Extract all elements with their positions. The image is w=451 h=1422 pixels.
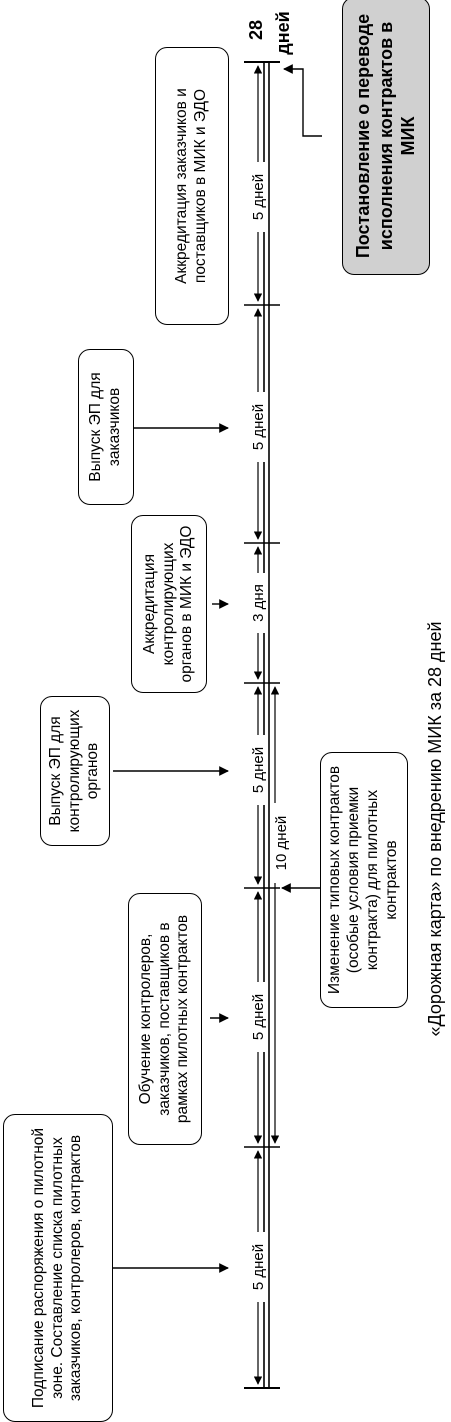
final-event-box: Постановление о переводе исполнения конт…	[342, 0, 430, 275]
task-box-1: Подписание распоряжения о пилотной зоне.…	[3, 1114, 113, 1422]
duration-label-2: 5 дней	[249, 982, 267, 1052]
duration-label-1: 5 дней	[249, 1232, 267, 1302]
task-box-3: Выпуск ЭП для контролирующих органов	[40, 696, 110, 846]
duration-label-6: 5 дней	[249, 162, 267, 232]
parallel-task-box: Изменение типовых контрактов (особые усл…	[320, 752, 408, 1008]
task-text-6: Аккредитация заказчиков и поставщиков в …	[173, 88, 209, 284]
task-text-5: Выпуск ЭП для заказчиков	[87, 372, 123, 482]
task-box-6: Аккредитация заказчиков и поставщиков в …	[155, 47, 229, 325]
duration-label-4: 3 дня	[249, 573, 267, 633]
task-text-4: Аккредитация контролирующих органов в МИ…	[140, 525, 196, 683]
parallel-task-text: Изменение типовых контрактов (особые усл…	[326, 765, 400, 995]
task-text-1: Подписание распоряжения о пилотной зоне.…	[29, 1127, 85, 1409]
task-box-5: Выпуск ЭП для заказчиков	[78, 349, 134, 505]
final-connector	[283, 64, 322, 137]
diagram-caption: «Дорожная карта» по внедрению МИК за 28 …	[424, 621, 445, 1037]
end-unit: дней	[272, 11, 293, 55]
task-text-3: Выпуск ЭП для контролирующих органов	[46, 709, 102, 833]
task-text-2: Обучение контролеров, заказчиков, постав…	[136, 914, 192, 1124]
task-box-2: Обучение контролеров, заказчиков, постав…	[128, 893, 202, 1145]
duration-label-5: 5 дней	[249, 392, 267, 462]
task-box-4: Аккредитация контролирующих органов в МИ…	[131, 515, 207, 693]
duration-label-3: 5 дней	[249, 735, 267, 805]
end-number: 28	[245, 19, 266, 41]
final-event-text: Постановление о переводе исполнения конт…	[353, 13, 419, 259]
duration-label-parallel: 10 дней	[272, 803, 290, 883]
